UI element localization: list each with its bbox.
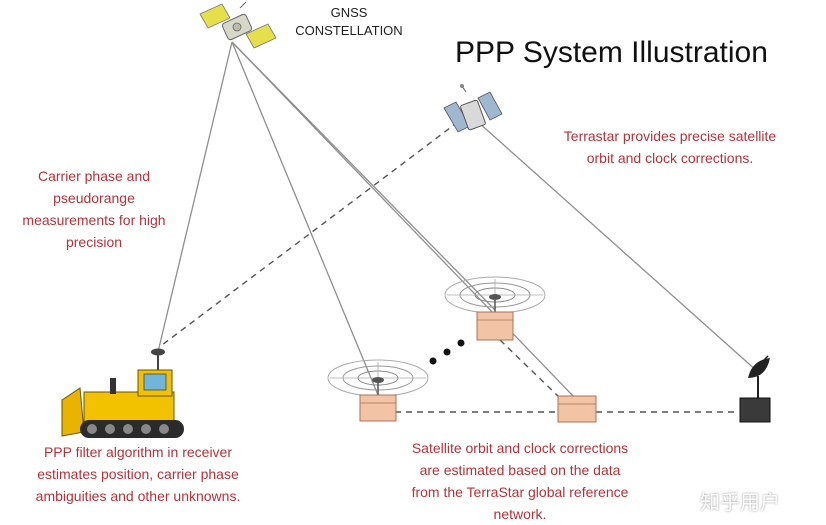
terrastar-annotation: Terrastar provides precise satellite orb… bbox=[540, 125, 800, 169]
signal-line-to-station-2 bbox=[231, 41, 496, 311]
correction-satellite-to-uplink-line bbox=[477, 121, 759, 373]
correction-satellite-icon bbox=[443, 84, 503, 133]
network-line-3 bbox=[499, 339, 561, 399]
annotation-line: PPP filter algorithm in receiver bbox=[43, 444, 233, 460]
signal-line-to-receiver bbox=[157, 41, 233, 353]
gnss-label-line-2: CONSTELLATION bbox=[295, 23, 403, 38]
annotation-line: orbit and clock corrections. bbox=[586, 150, 754, 166]
signal-line-to-station-1 bbox=[231, 41, 379, 396]
annotation-line: network. bbox=[493, 506, 547, 522]
annotation-line: Satellite orbit and clock corrections bbox=[411, 440, 629, 456]
page-title: PPP System Illustration bbox=[455, 36, 768, 69]
annotation-line: from the TerraStar global reference bbox=[411, 484, 629, 500]
reference-station-3-icon bbox=[557, 395, 597, 423]
correction-downlink-line bbox=[161, 121, 459, 346]
annotation-line: are estimated based on the data bbox=[419, 462, 621, 478]
gnss-label-line-1: GNSS bbox=[330, 5, 368, 20]
uplink-dish-icon bbox=[739, 355, 771, 423]
annotation-line: Terrastar provides precise satellite bbox=[563, 128, 777, 144]
satellite-orbit-annotation: Satellite orbit and clock corrections ar… bbox=[380, 437, 660, 525]
annotation-line: estimates position, carrier phase bbox=[37, 466, 239, 482]
carrier-phase-annotation: Carrier phase and pseudorange measuremen… bbox=[4, 165, 184, 253]
annotation-line: Carrier phase and bbox=[37, 168, 151, 184]
annotation-line: measurements for high bbox=[22, 212, 166, 228]
annotation-line: ambiguities and other unknowns. bbox=[35, 488, 241, 504]
watermark: 知乎用户 bbox=[700, 492, 780, 514]
annotation-line: precision bbox=[65, 234, 123, 250]
reference-station-1-icon bbox=[327, 359, 429, 422]
more-stations-dots bbox=[429, 339, 465, 365]
reference-station-2-icon bbox=[444, 276, 546, 341]
annotation-line: pseudorange bbox=[53, 190, 135, 206]
gnss-satellite-icon bbox=[199, 1, 277, 49]
signal-line-to-station-3 bbox=[231, 41, 576, 399]
bulldozer-receiver-icon bbox=[61, 348, 184, 438]
gnss-constellation-label: GNSS CONSTELLATION bbox=[284, 4, 414, 40]
ppp-filter-annotation: PPP filter algorithm in receiver estimat… bbox=[12, 441, 264, 507]
